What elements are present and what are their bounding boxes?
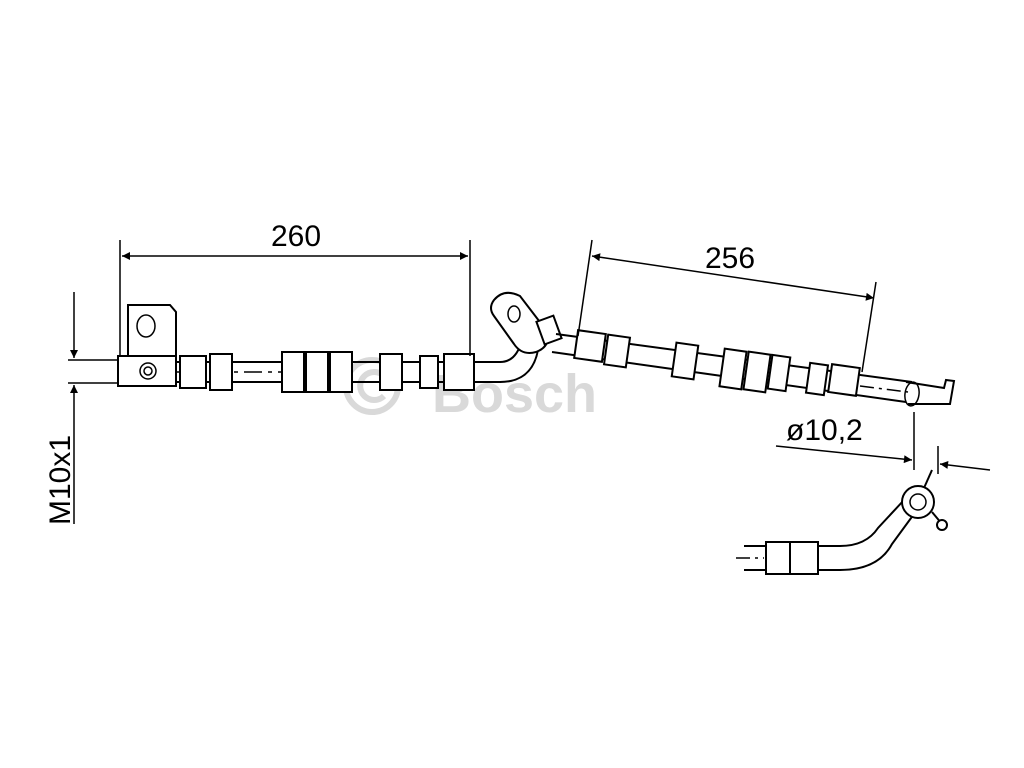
dimension-256: 256 xyxy=(577,239,877,373)
length-260-label: 260 xyxy=(271,220,321,253)
left-hose xyxy=(176,345,539,393)
copyright-c xyxy=(357,369,387,403)
middle-bracket xyxy=(490,291,563,354)
dimension-260: 260 xyxy=(119,220,471,356)
thread-label: M10x1 xyxy=(44,435,77,525)
length-256-label: 256 xyxy=(705,242,755,275)
thread-dimension: M10x1 xyxy=(44,292,122,525)
right-hose xyxy=(551,329,956,407)
diameter-dimension: ø10,2 xyxy=(775,412,991,474)
detail-view xyxy=(736,469,948,575)
left-end-fitting xyxy=(117,304,177,387)
diameter-label: ø10,2 xyxy=(786,414,863,447)
